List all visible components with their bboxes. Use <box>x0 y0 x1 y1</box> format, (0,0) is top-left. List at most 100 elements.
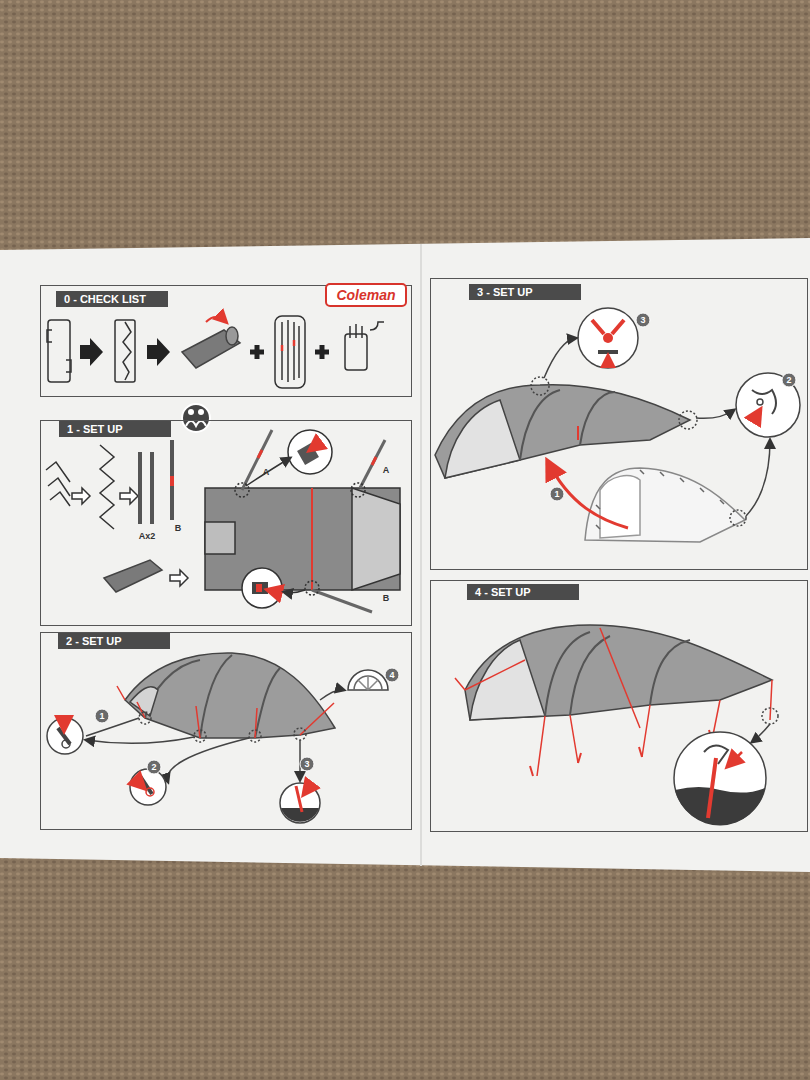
setup-1-art-part <box>297 443 319 465</box>
setup-3-art-part <box>592 320 624 334</box>
setup-3-art-part <box>598 350 618 354</box>
callout-discs <box>95 313 796 774</box>
callout-number: 3 <box>304 759 309 769</box>
setup-1-art-part <box>188 409 194 415</box>
setup-1-art-part <box>360 440 385 488</box>
step-heading: 2 - SET UP <box>58 633 170 649</box>
step-panel: 2 - SET UP <box>40 632 412 830</box>
step-panel: 3 - SET UP <box>430 278 808 570</box>
setup-3-art-part <box>754 410 760 420</box>
setup-1-art-part <box>252 582 268 594</box>
callout-discs-part <box>147 760 161 774</box>
checklist-art-part <box>282 320 299 382</box>
setup-1-art-part <box>186 421 206 426</box>
callout-discs-part <box>300 757 314 771</box>
checklist-art-part <box>206 317 226 322</box>
step-heading: 4 - SET UP <box>467 584 579 600</box>
setup-3-art-part <box>603 333 613 343</box>
setup-2-art-part <box>194 730 206 742</box>
callout-number: 2 <box>786 375 791 385</box>
setup-3-art-part <box>445 400 520 478</box>
setup-2-art-part <box>320 690 344 700</box>
checklist-art-part <box>282 340 294 351</box>
setup-1-art-part <box>205 488 400 590</box>
setup-2-art-part <box>47 718 83 754</box>
setup-3-art-part <box>531 377 549 395</box>
setup-1-art-part <box>170 440 174 520</box>
setup-2-art-part <box>130 769 166 805</box>
setup-1-art-part <box>268 590 276 592</box>
setup-4-art-part <box>675 787 765 826</box>
setup-1-art-part <box>104 560 162 592</box>
setup-1-art-part <box>198 409 204 415</box>
setup-3-art-part <box>600 476 640 538</box>
setup-1-art-part <box>72 488 90 504</box>
callout-discs-part <box>95 709 109 723</box>
setup-1-art-part <box>140 452 152 524</box>
part-letter: Ax2 <box>139 531 156 541</box>
part-letter: B <box>383 593 390 603</box>
setup-3-art-part <box>596 470 724 529</box>
setup-3-art-part <box>520 390 615 460</box>
setup-2-art-part <box>139 712 151 724</box>
callout-discs-part <box>385 668 399 682</box>
setup-2-art-part <box>117 686 334 738</box>
setup-1-art-part <box>242 430 272 490</box>
callout-discs-part <box>782 373 796 387</box>
part-letter: A <box>263 467 270 477</box>
setup-1-art-part <box>312 590 372 612</box>
setup-3-art <box>435 308 800 542</box>
callout-number: 1 <box>554 489 559 499</box>
setup-1-art-part <box>46 462 70 506</box>
setup-1-art-part <box>205 522 235 554</box>
checklist-art-part <box>250 345 264 359</box>
setup-4-art-part <box>545 632 690 716</box>
setup-1-art-part <box>256 584 262 592</box>
checklist-art-part <box>370 322 384 330</box>
setup-2-art-part <box>167 738 249 782</box>
checklist-art-part <box>226 327 238 345</box>
setup-3-art-part <box>730 510 746 526</box>
part-letter: A <box>383 465 390 475</box>
step-panel: 1 - SET UP <box>40 420 412 626</box>
checklist-art <box>47 316 384 388</box>
checklist-art-part <box>47 330 71 372</box>
checklist-art-part <box>345 334 367 370</box>
setup-1-art-part <box>305 581 319 595</box>
setup-3-art-part <box>757 399 763 405</box>
step-heading: 1 - SET UP <box>59 421 171 437</box>
setup-2-art-part <box>354 676 382 690</box>
setup-2-art-part <box>130 687 158 716</box>
setup-1-art-part <box>288 430 332 474</box>
setup-2-art-part <box>294 728 306 740</box>
setup-1-art-part <box>242 568 282 608</box>
setup-3-art-part <box>736 373 800 437</box>
brand-name: Coleman <box>336 287 395 303</box>
step-heading: 3 - SET UP <box>469 284 581 300</box>
setup-4-art-part <box>455 660 525 690</box>
brand-logo: Coleman <box>325 283 407 307</box>
setup-2-art-part <box>296 786 302 812</box>
setup-3-art-part <box>578 308 638 368</box>
callout-number: 3 <box>640 315 645 325</box>
checklist-art-part <box>350 324 362 338</box>
setup-1-art-part <box>372 457 376 465</box>
setup-2-art-part <box>63 722 66 730</box>
setup-2-art-part <box>299 740 301 780</box>
setup-3-art-part <box>577 426 579 440</box>
setup-1-art-part <box>284 590 305 593</box>
checklist-art-part <box>147 338 170 366</box>
setup-2-art-part <box>146 788 154 796</box>
part-letter: B <box>175 523 182 533</box>
setup-2-art-part <box>62 740 70 748</box>
setup-1-art-part <box>310 444 318 450</box>
step-panel: 4 - SET UP <box>430 580 808 832</box>
setup-3-art-part <box>696 410 734 418</box>
setup-1-art <box>46 404 400 612</box>
setup-3-art-part <box>585 468 745 542</box>
setup-1-art-part <box>100 445 114 529</box>
setup-1-art-part <box>311 488 313 590</box>
setup-2-art-part <box>358 676 378 690</box>
